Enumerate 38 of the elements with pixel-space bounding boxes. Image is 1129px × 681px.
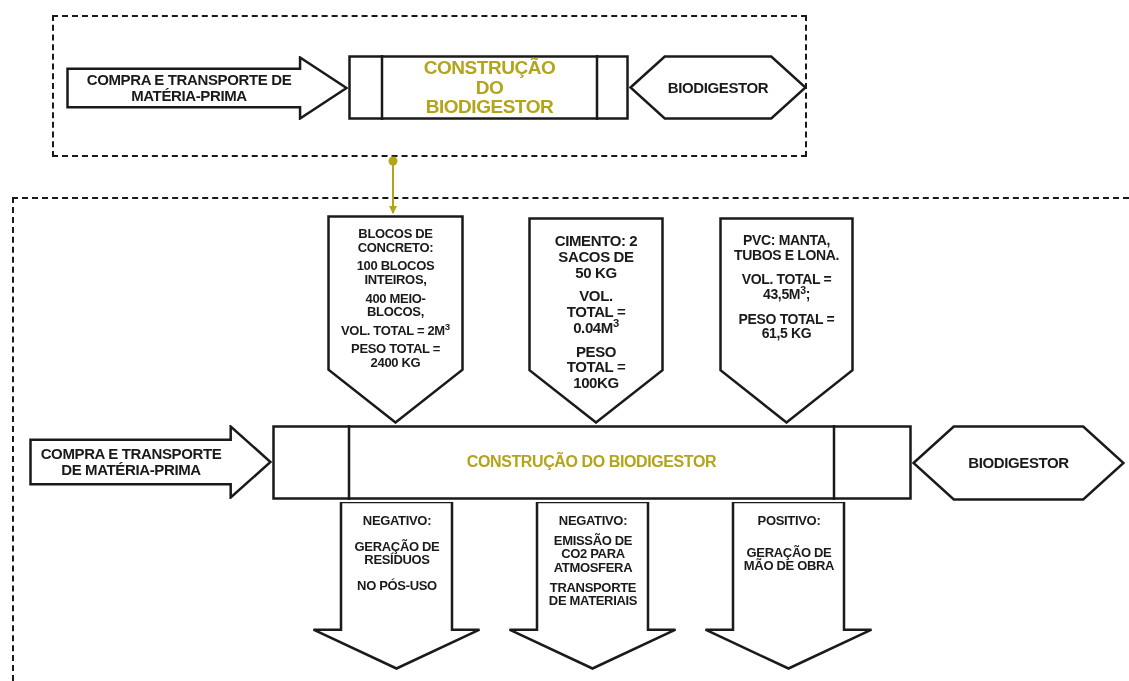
hexagon-shape (629, 55, 807, 120)
dashed-frame (52, 15, 807, 157)
label-text: NO PÓS-USO (357, 578, 437, 593)
label-text: COMPRA E TRANSPORTE DE MATÉRIA-PRIMA (39, 446, 223, 478)
arrow-shape (66, 56, 348, 120)
label-text: PESO TOTAL = 100KG (565, 343, 627, 391)
label-text: 100 BLOCOS INTEIROS, (355, 259, 436, 287)
label-text: GERAÇÃO DE RESÍDUOS (353, 539, 441, 567)
label-text: VOL. TOTAL = 2M$^{3}$ (341, 323, 450, 338)
outcome-panel (704, 502, 873, 670)
outcome-panel (508, 502, 677, 670)
label-text: PVC: MANTA, TUBOS E LONA. (732, 233, 841, 263)
label-text: NEGATIVO: (362, 514, 432, 528)
pentagon-arrow (528, 217, 664, 424)
hexagon-shape (912, 425, 1125, 501)
label-text: CONSTRUÇÃO DO BIODIGESTOR (422, 57, 557, 118)
label-text: CONSTRUÇÃO DO BIODIGESTOR (466, 454, 717, 471)
label-text: VOL. TOTAL = 43,5M$^{3}$; (740, 272, 833, 302)
process-bar (348, 55, 629, 120)
label-text: NEGATIVO: (558, 514, 628, 528)
label-text: POSITIVO: (757, 514, 821, 528)
label-text: TRANSPORTE DE MATERIAIS (547, 580, 639, 608)
label-text: 400 MEIO-BLOCOS, (364, 291, 427, 319)
label-text: PESO TOTAL = 2400 KG (350, 342, 441, 370)
pentagon-arrow (327, 215, 464, 424)
label-text: CIMENTO: 2 SACOS DE 50 KG (554, 233, 638, 281)
pentagon-arrow (719, 217, 854, 424)
dashed-frame (12, 197, 1129, 681)
label-text: VOL. TOTAL = 0.04M$^{3}$ (565, 288, 627, 336)
label-text: GERAÇÃO DE MÃO DE OBRA (742, 545, 836, 573)
label-text: PESO TOTAL = 61,5 KG (737, 311, 836, 342)
label-text: BIODIGESTOR (968, 455, 1069, 471)
arrow-shape (29, 425, 272, 499)
label-text: COMPRA E TRANSPORTE DE MATÉRIA-PRIMA (85, 72, 293, 104)
label-text: EMISSÃO DE CO2 PARA ATMOSFERA (552, 533, 634, 575)
label-text: BLOCOS DE CONCRETO: (356, 227, 435, 255)
outcome-panel (312, 502, 481, 670)
label-text: BIODIGESTOR (667, 79, 769, 96)
